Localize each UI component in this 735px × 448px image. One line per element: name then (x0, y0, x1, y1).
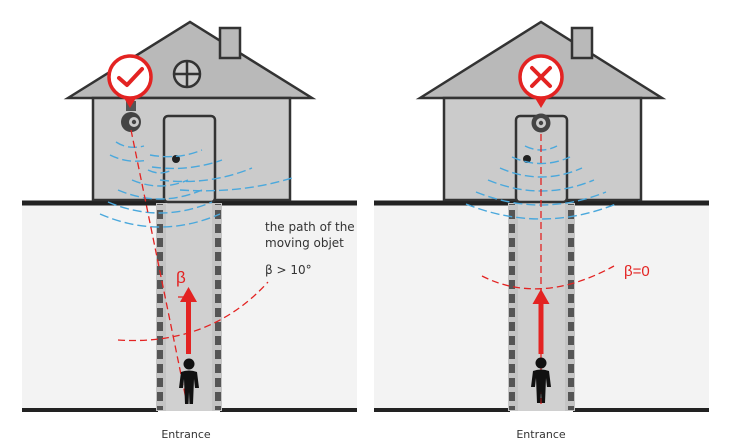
check-icon (117, 67, 144, 87)
right-panel: β=0 Entrance (374, 20, 709, 441)
left-path-label-line1: the path of the (265, 220, 355, 234)
left-door-knob (172, 155, 180, 163)
left-angle-symbol: β (176, 268, 186, 287)
left-detection-arc (117, 281, 269, 342)
right-detection-arc (481, 265, 615, 290)
right-walkway-dash-right (568, 204, 574, 410)
left-walkway-dash-left (157, 204, 163, 410)
right-house-chimney (570, 26, 594, 60)
right-entrance-label: Entrance (516, 428, 566, 441)
left-status-badge (107, 54, 153, 108)
left-sensor-waves (99, 141, 293, 228)
left-angle-condition: β > 10° (265, 263, 312, 277)
left-house-door (162, 114, 217, 204)
right-motion-arrow (532, 289, 550, 354)
right-status-badge (518, 54, 564, 108)
cross-icon (530, 66, 552, 88)
left-path-label-line2: moving objet (265, 236, 344, 250)
right-person-icon (531, 357, 551, 403)
left-house-window (172, 59, 202, 89)
left-motion-arrow (180, 287, 197, 354)
right-camera-icon (531, 113, 551, 133)
left-entrance-label: Entrance (161, 428, 211, 441)
left-sensor-axis-line (130, 129, 188, 405)
right-angle-value: β=0 (624, 263, 650, 280)
left-house-chimney (218, 26, 242, 60)
left-panel: the path of the moving objet β β > 10° E… (22, 20, 357, 441)
left-person-icon (179, 358, 199, 404)
left-walkway-dash-right (215, 204, 221, 410)
right-walkway-dash-left (509, 204, 515, 410)
